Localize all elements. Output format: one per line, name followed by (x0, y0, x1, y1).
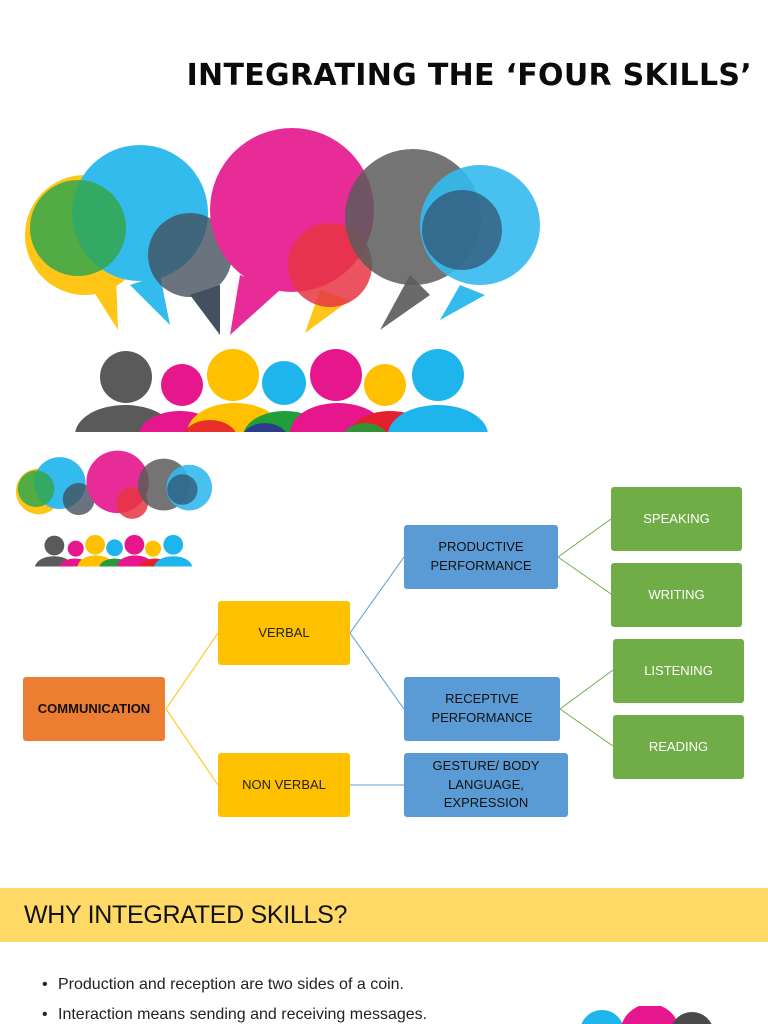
bullet-item: Interaction means sending and receiving … (42, 1000, 427, 1024)
node-productive-performance: PRODUCTIVE PERFORMANCE (404, 525, 558, 589)
slide-title-text: INTEGRATING THE ‘FOUR SKILLS’ (186, 58, 752, 93)
bullet-list: Production and reception are two sides o… (42, 970, 427, 1024)
bullet-item: Production and reception are two sides o… (42, 970, 427, 1000)
node-writing: WRITING (611, 563, 742, 627)
speech-bubbles-people-icon (25, 128, 540, 432)
node-non-verbal: NON VERBAL (218, 753, 350, 817)
slide-why-integrated: WHY INTEGRATED SKILLS? Production and re… (0, 872, 768, 1024)
node-reading: READING (613, 715, 744, 779)
diagram-connectors (165, 518, 614, 786)
node-speaking: SPEAKING (611, 487, 742, 551)
node-communication: COMMUNICATION (23, 677, 165, 741)
slide-title: INTEGRATING THE ‘FOUR SKILLS’ (0, 0, 768, 432)
node-verbal: VERBAL (218, 601, 350, 665)
heading-text: WHY INTEGRATED SKILLS? (24, 900, 348, 929)
slide-diagram: COMMUNICATION VERBAL NON VERBAL PRODUCTI… (0, 432, 768, 872)
speech-bubbles-corner-icon (581, 1006, 712, 1024)
node-listening: LISTENING (613, 639, 744, 703)
node-receptive-performance: RECEPTIVE PERFORMANCE (404, 677, 560, 741)
node-gesture-body-language: GESTURE/ BODY LANGUAGE, EXPRESSION (404, 753, 568, 817)
speech-bubbles-people-icon (15, 450, 213, 567)
heading-banner: WHY INTEGRATED SKILLS? (0, 888, 768, 942)
